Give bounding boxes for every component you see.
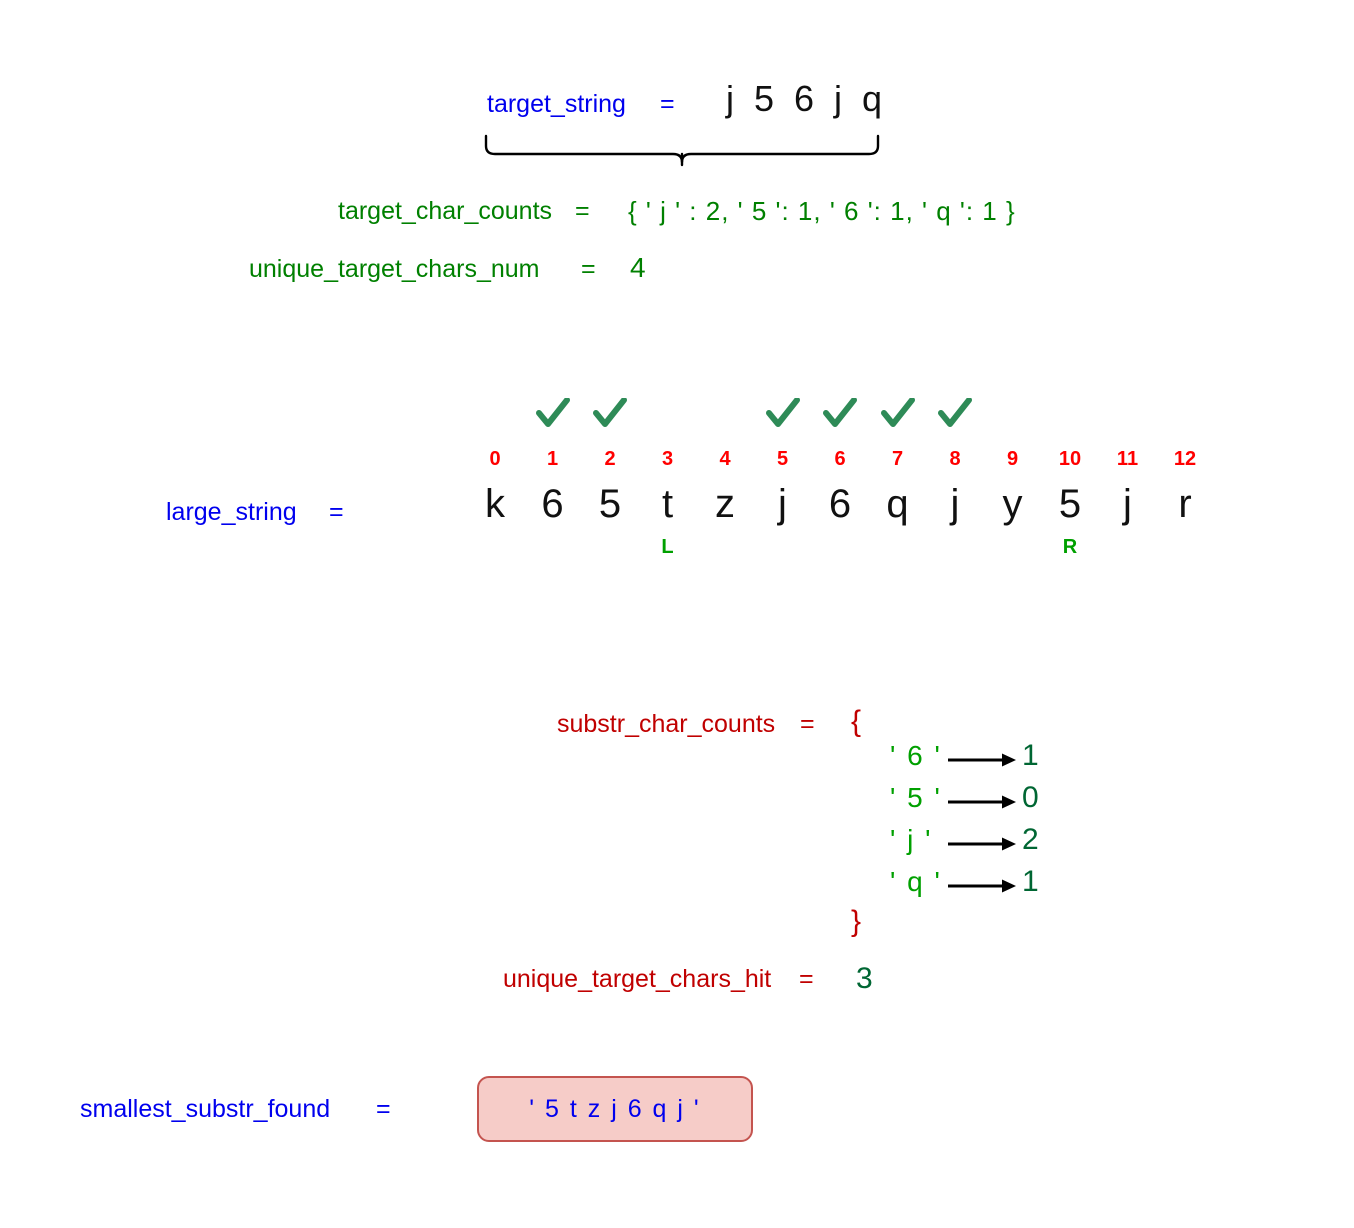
large-string-char: r bbox=[1178, 482, 1192, 526]
large-string-char: 6 bbox=[828, 482, 852, 526]
check-icon bbox=[815, 398, 865, 434]
target-string-equals: = bbox=[660, 90, 675, 118]
large-string-index: 3 bbox=[661, 448, 674, 470]
substr-char-count-key: ' j ' bbox=[890, 824, 933, 855]
smallest-substr-found-label: smallest_substr_found bbox=[80, 1095, 331, 1123]
arrow-right-icon bbox=[948, 878, 1018, 899]
substr-char-count-value: 0 bbox=[1022, 781, 1039, 814]
large-string-index: 8 bbox=[949, 448, 961, 470]
substr-char-count-value: 2 bbox=[1022, 823, 1039, 856]
substr-char-count-value: 1 bbox=[1022, 865, 1039, 898]
substr-char-count-key: ' 5 ' bbox=[890, 782, 942, 813]
check-icon-empty bbox=[1103, 398, 1153, 434]
large-string-label: large_string bbox=[166, 498, 297, 526]
large-string-index: 12 bbox=[1173, 448, 1197, 470]
substr-char-counts-close-brace: } bbox=[851, 905, 862, 938]
large-string-index: 11 bbox=[1116, 448, 1139, 470]
large-string-index: 9 bbox=[1006, 448, 1019, 470]
target-string-label: target_string bbox=[487, 90, 626, 118]
smallest-substr-found-box: ' 5 t z j 6 q j ' bbox=[477, 1076, 753, 1142]
large-string-char: 5 bbox=[598, 482, 622, 526]
target-char-counts-label: target_char_counts bbox=[338, 197, 553, 225]
large-string-char: j bbox=[950, 482, 960, 526]
large-string-char: j bbox=[1123, 482, 1132, 526]
unique-target-chars-hit-value: 3 bbox=[856, 962, 873, 995]
check-icon-empty bbox=[988, 398, 1038, 434]
large-string-char: 5 bbox=[1058, 482, 1082, 526]
large-string-char: q bbox=[886, 482, 909, 526]
target-string-brace bbox=[483, 132, 883, 177]
check-icon bbox=[873, 398, 923, 434]
substr-char-counts-equals: = bbox=[800, 710, 815, 738]
target-char-counts-equals: = bbox=[575, 197, 590, 225]
large-string-index: 10 bbox=[1058, 448, 1082, 470]
large-string-char: 6 bbox=[541, 482, 564, 526]
large-string-char: y bbox=[1002, 482, 1023, 526]
large-string-char: t bbox=[661, 482, 674, 526]
large-string-index: 7 bbox=[891, 448, 904, 470]
large-string-equals: = bbox=[329, 498, 344, 526]
check-icon bbox=[930, 398, 980, 434]
check-icon-empty bbox=[700, 398, 750, 434]
large-string-char: z bbox=[715, 482, 735, 526]
check-icon bbox=[528, 398, 578, 434]
unique-target-chars-num-label: unique_target_chars_num bbox=[249, 255, 540, 283]
unique-target-chars-hit-equals: = bbox=[799, 965, 814, 993]
substr-char-count-key: ' q ' bbox=[890, 866, 942, 897]
large-string-char: j bbox=[778, 482, 787, 526]
large-string-index: 4 bbox=[719, 448, 731, 470]
pointer-marker-r: R bbox=[1062, 536, 1078, 558]
substr-char-count-key: ' 6 ' bbox=[890, 740, 942, 771]
substr-char-count-value: 1 bbox=[1022, 739, 1039, 772]
arrow-right-icon bbox=[948, 836, 1018, 857]
check-icon bbox=[758, 398, 808, 434]
large-string-index: 1 bbox=[546, 448, 559, 470]
arrow-right-icon bbox=[948, 794, 1018, 815]
arrow-right-icon bbox=[948, 752, 1018, 773]
smallest-substr-found-value: ' 5 t z j 6 q j ' bbox=[529, 1094, 701, 1123]
check-icon-empty bbox=[643, 398, 693, 434]
target-char-counts-value: { ' j ' : 2, ' 5 ': 1, ' 6 ': 1, ' q ': … bbox=[628, 196, 1016, 226]
check-icon-empty bbox=[470, 398, 520, 434]
unique-target-chars-num-value: 4 bbox=[630, 252, 646, 283]
large-string-index: 5 bbox=[776, 448, 789, 470]
large-string-char: k bbox=[485, 482, 505, 526]
substr-char-counts-label: substr_char_counts bbox=[557, 710, 776, 738]
large-string-index: 2 bbox=[604, 448, 616, 470]
check-icon bbox=[585, 398, 635, 434]
large-string-index: 0 bbox=[489, 448, 501, 470]
unique-target-chars-hit-label: unique_target_chars_hit bbox=[503, 965, 772, 993]
pointer-marker-l: L bbox=[661, 536, 674, 558]
check-icon-empty bbox=[1160, 398, 1210, 434]
smallest-substr-found-equals: = bbox=[376, 1095, 391, 1123]
unique-target-chars-num-equals: = bbox=[581, 255, 596, 283]
target-string-value: j 5 6 j q bbox=[726, 78, 888, 119]
substr-char-counts-open-brace: { bbox=[851, 705, 862, 738]
large-string-index: 6 bbox=[834, 448, 846, 470]
check-icon-empty bbox=[1045, 398, 1095, 434]
